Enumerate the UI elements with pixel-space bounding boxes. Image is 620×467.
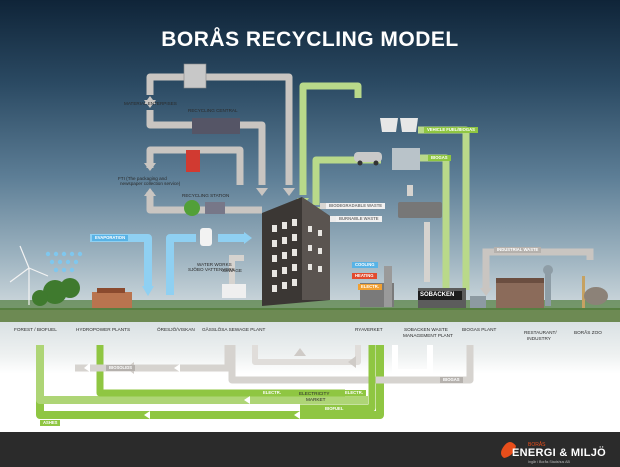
label-electr-1: ELECTR.: [260, 390, 284, 396]
label-recycling-station: RECYCLING STATION: [182, 193, 230, 198]
flow-burnable-2: [312, 156, 381, 205]
node-hydropower-plants: HYDROPOWER PLANTS: [76, 327, 131, 332]
label-electr-top: ELECTR.: [358, 284, 382, 290]
ground-strip: [0, 308, 620, 322]
label-ashes: ASHES: [40, 420, 61, 426]
recycling-station-bins-icon: [205, 202, 225, 214]
vehicle-icons: [354, 118, 442, 218]
bottom-flows: [36, 345, 474, 419]
gray-flow-sobacken: [407, 185, 430, 282]
flow-evaporation: [90, 234, 152, 288]
flow-burnable-green: [299, 82, 362, 195]
vegetation-band: [0, 300, 620, 310]
footer-bar: [0, 432, 620, 467]
sobacken-sign: SOBACKEN: [420, 292, 455, 298]
label-recycling-central: RECYCLING CENTRAL: [188, 108, 238, 113]
flow-biofuel: [36, 345, 368, 404]
node-restaurant-line2: INDUSTRY: [527, 336, 551, 341]
node-restaurant-line1: RESTAURANT/: [524, 330, 557, 335]
label-biogas-top: BIOGAS: [428, 155, 451, 161]
logo-sub-text: Ingår i Borås Stadshus AB: [528, 460, 570, 464]
flow-material-enterprises: [146, 73, 293, 185]
label-industrial-waste: INDUSTRIAL WASTE: [494, 247, 542, 253]
label-evaporation: EVAPORATION: [92, 235, 129, 241]
node-oresjo-viskan: ÖRESJÖ/VISKAN: [157, 327, 195, 332]
gray-arrowheads-top: [144, 96, 295, 196]
flow-gasslosa-rya: [252, 345, 361, 365]
node-boras-zoo: BORÅS ZOO: [574, 330, 602, 335]
biogas-plant-icon: [470, 296, 486, 308]
sewage-plant-icon: [222, 284, 246, 298]
flow-water-works: [166, 234, 196, 295]
label-biogas-bottom: BIOGAS: [440, 377, 463, 383]
label-burnable-waste: BURNABLE WASTE: [336, 216, 382, 222]
label-sewage: SEWAGE: [222, 268, 242, 273]
label-heating: HEATING: [352, 273, 377, 279]
recycling-icons: [183, 63, 240, 216]
forest-trees-icon: [32, 278, 80, 306]
recycling-central-items-icon: [192, 118, 240, 134]
node-sobacken-line1: SOBACKEN WASTE: [404, 327, 448, 332]
label-biofuel: BIOFUEL: [322, 406, 347, 412]
node-forest-biofuel: FOREST / BIOFUEL: [14, 327, 57, 332]
label-electr-2: ELECTR.: [342, 390, 366, 396]
central-building-icon: [262, 197, 330, 306]
label-electricity-market-line2: MARKET: [306, 397, 326, 402]
label-water-works-line2: SJÖBO VATTENVERK: [188, 267, 235, 272]
wind-turbine-icon: [9, 245, 49, 305]
flow-sewage: [229, 255, 244, 290]
zoo-animals-icon: [543, 265, 608, 308]
gray-flow-arrows-top: [146, 73, 293, 214]
node-sobacken-line2: MANAGEMENT PLANT: [403, 333, 453, 338]
water-works-icon: [200, 228, 212, 246]
glass-container-icon: [184, 200, 200, 216]
restaurant-building-icon: [496, 278, 544, 308]
label-water-works-line1: WATER WORKS: [197, 262, 232, 267]
label-biodegradable-waste: BIODEGRADABLE WASTE: [326, 203, 386, 209]
label-material-enterprises: MATERIAL ENTERPISES: [124, 101, 177, 106]
page-title: BORÅS RECYCLING MODEL: [161, 28, 459, 51]
hydropower-plant-icon: [92, 288, 132, 308]
label-biosolids: BIOSOLIDS: [106, 365, 136, 371]
label-electricity-market-line1: ELECTRICITY: [299, 391, 330, 396]
logo-top-text: BORÅS: [528, 442, 546, 448]
label-fti-line2: newspaper collection service): [120, 181, 181, 186]
fridge-icon: [183, 63, 207, 89]
label-cooling: COOLING: [352, 262, 378, 268]
flow-biogas-bottom: [228, 345, 474, 384]
label-vehicle-fuel: VEHICLE FUEL/BIOGAS: [424, 127, 478, 133]
label-fti-line1: FTI (The packaging and: [118, 176, 167, 181]
node-biogas-plant: BIOGAS PLANT: [462, 327, 497, 332]
flow-sobacken-loop: [392, 345, 433, 375]
sobacken-plant-icon: [418, 288, 466, 308]
rain-drops: [45, 251, 83, 273]
node-gasslosa-sewage-plant: GÄSSLÖSA SEWAGE PLANT: [202, 327, 266, 332]
packaging-icon: [186, 150, 200, 172]
node-ryaverket: RYAVERKET: [355, 327, 383, 332]
logo-main-text: ENERGI & MILJÖ: [512, 447, 607, 459]
